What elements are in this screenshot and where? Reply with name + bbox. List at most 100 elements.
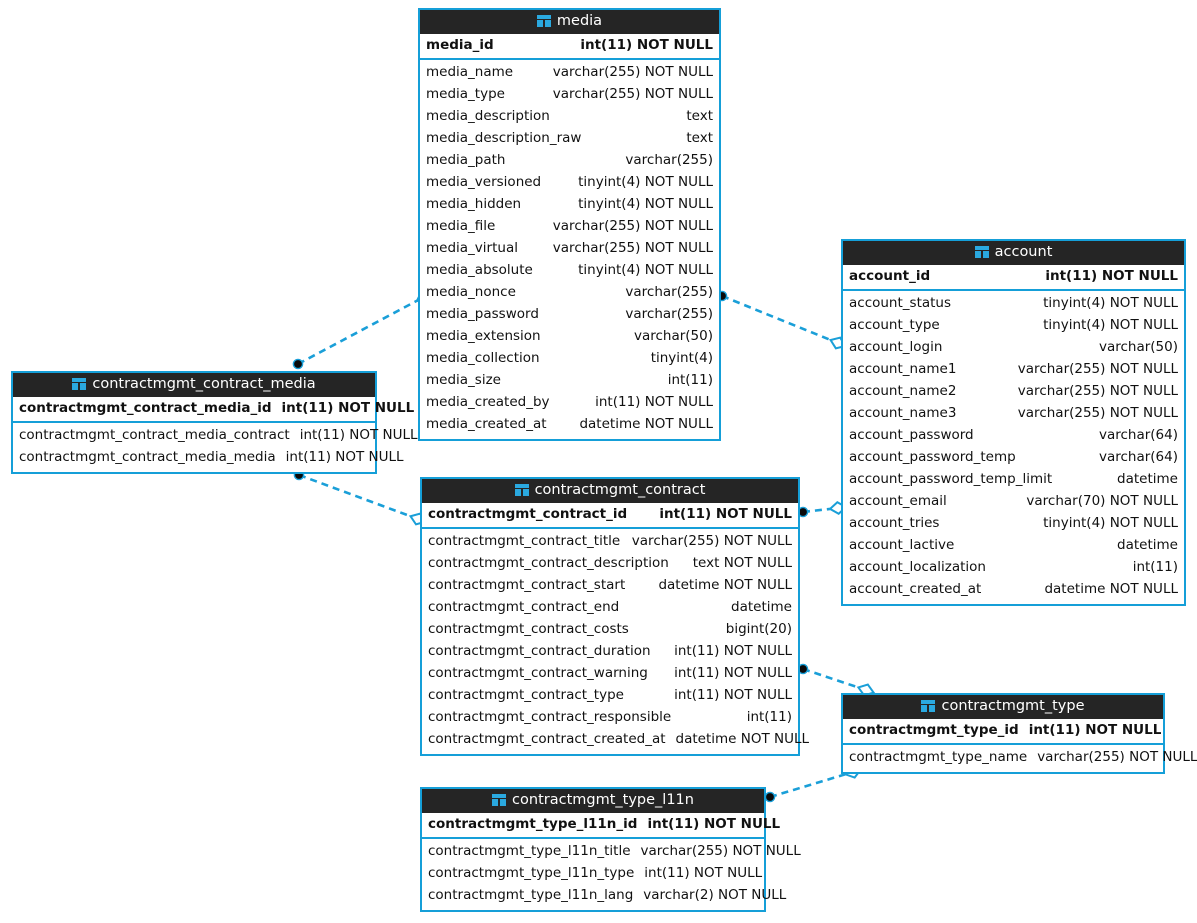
- attribute-name: contractmgmt_type_l11n_lang: [428, 886, 634, 903]
- relationship-rel-contractmedia-media[interactable]: [292, 290, 433, 370]
- attribute-type: varchar(64): [1098, 426, 1178, 443]
- entity-contractmgmt_contract_media[interactable]: contractmgmt_contract_media contractmgmt_…: [11, 371, 418, 474]
- attribute-name: contractmgmt_contract_costs: [428, 620, 629, 637]
- attribute-name: account_login: [849, 338, 943, 355]
- relationship-rel-contractmedia-contract[interactable]: [293, 469, 428, 526]
- relationship-rel-media-account[interactable]: [716, 290, 847, 350]
- attribute-name: contractmgmt_contract_description: [428, 554, 669, 571]
- entity-header[interactable]: account: [843, 241, 1184, 265]
- relationship-rel-contract-type[interactable]: [797, 663, 876, 697]
- attribute-name: account_status: [849, 294, 952, 311]
- entity-header[interactable]: contractmgmt_type_l11n: [422, 789, 764, 813]
- table-icon: [974, 246, 989, 259]
- entity-header[interactable]: media: [420, 10, 719, 34]
- attribute-type: datetime NOT NULL: [658, 576, 792, 593]
- entity-header[interactable]: contractmgmt_type: [843, 695, 1163, 719]
- attribute-type: varchar(255) NOT NULL: [640, 842, 801, 859]
- entity-header[interactable]: contractmgmt_contract_media: [13, 373, 375, 397]
- attribute-name: media_collection: [426, 349, 540, 366]
- primary-key-type: int(11) NOT NULL: [1045, 267, 1178, 284]
- entity-title: account: [994, 244, 1053, 260]
- entity-title: contractmgmt_contract_media: [92, 376, 316, 392]
- attribute-name: media_name: [426, 63, 514, 80]
- attribute-row[interactable]: contractmgmt_contract_costs bigint(20): [422, 619, 798, 641]
- attribute-name: account_created_at: [849, 580, 982, 597]
- attribute-name: contractmgmt_contract_start: [428, 576, 626, 593]
- attribute-name: account_name1: [849, 360, 957, 377]
- relationship-rel-contract-account[interactable]: [797, 501, 848, 518]
- attribute-type: datetime: [1117, 536, 1178, 553]
- entity-header[interactable]: contractmgmt_contract: [422, 479, 798, 503]
- entity-title: media: [556, 13, 603, 29]
- attribute-type: tinyint(4) NOT NULL: [578, 195, 713, 212]
- attribute-type: int(11) NOT NULL: [285, 448, 404, 465]
- attribute-name: account_password_temp_limit: [849, 470, 1053, 487]
- attribute-type: text NOT NULL: [692, 554, 792, 571]
- attribute-type: tinyint(4) NOT NULL: [578, 261, 713, 278]
- attribute-name: media_description_raw: [426, 129, 582, 146]
- attribute-name: media_virtual: [426, 239, 518, 256]
- attribute-row[interactable]: contractmgmt_contract_start datetime NOT …: [422, 575, 798, 597]
- attribute-type: bigint(20): [725, 620, 792, 637]
- attribute-name: contractmgmt_contract_title: [428, 532, 621, 549]
- attribute-row[interactable]: contractmgmt_contract_description text NO…: [422, 553, 798, 575]
